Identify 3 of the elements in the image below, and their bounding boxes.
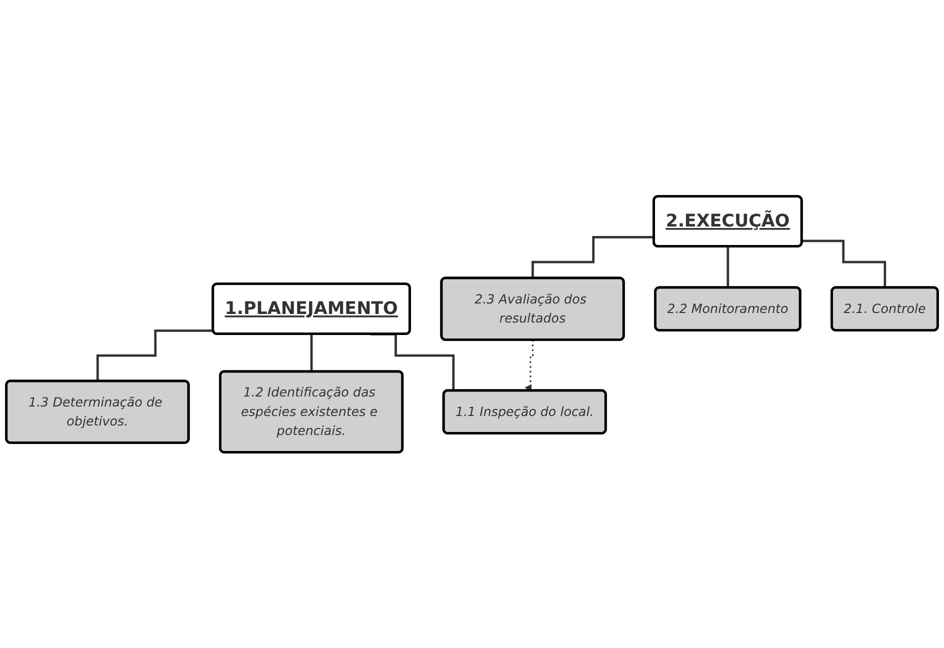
connector <box>310 332 313 373</box>
arrow <box>524 339 534 391</box>
connector <box>532 236 654 280</box>
